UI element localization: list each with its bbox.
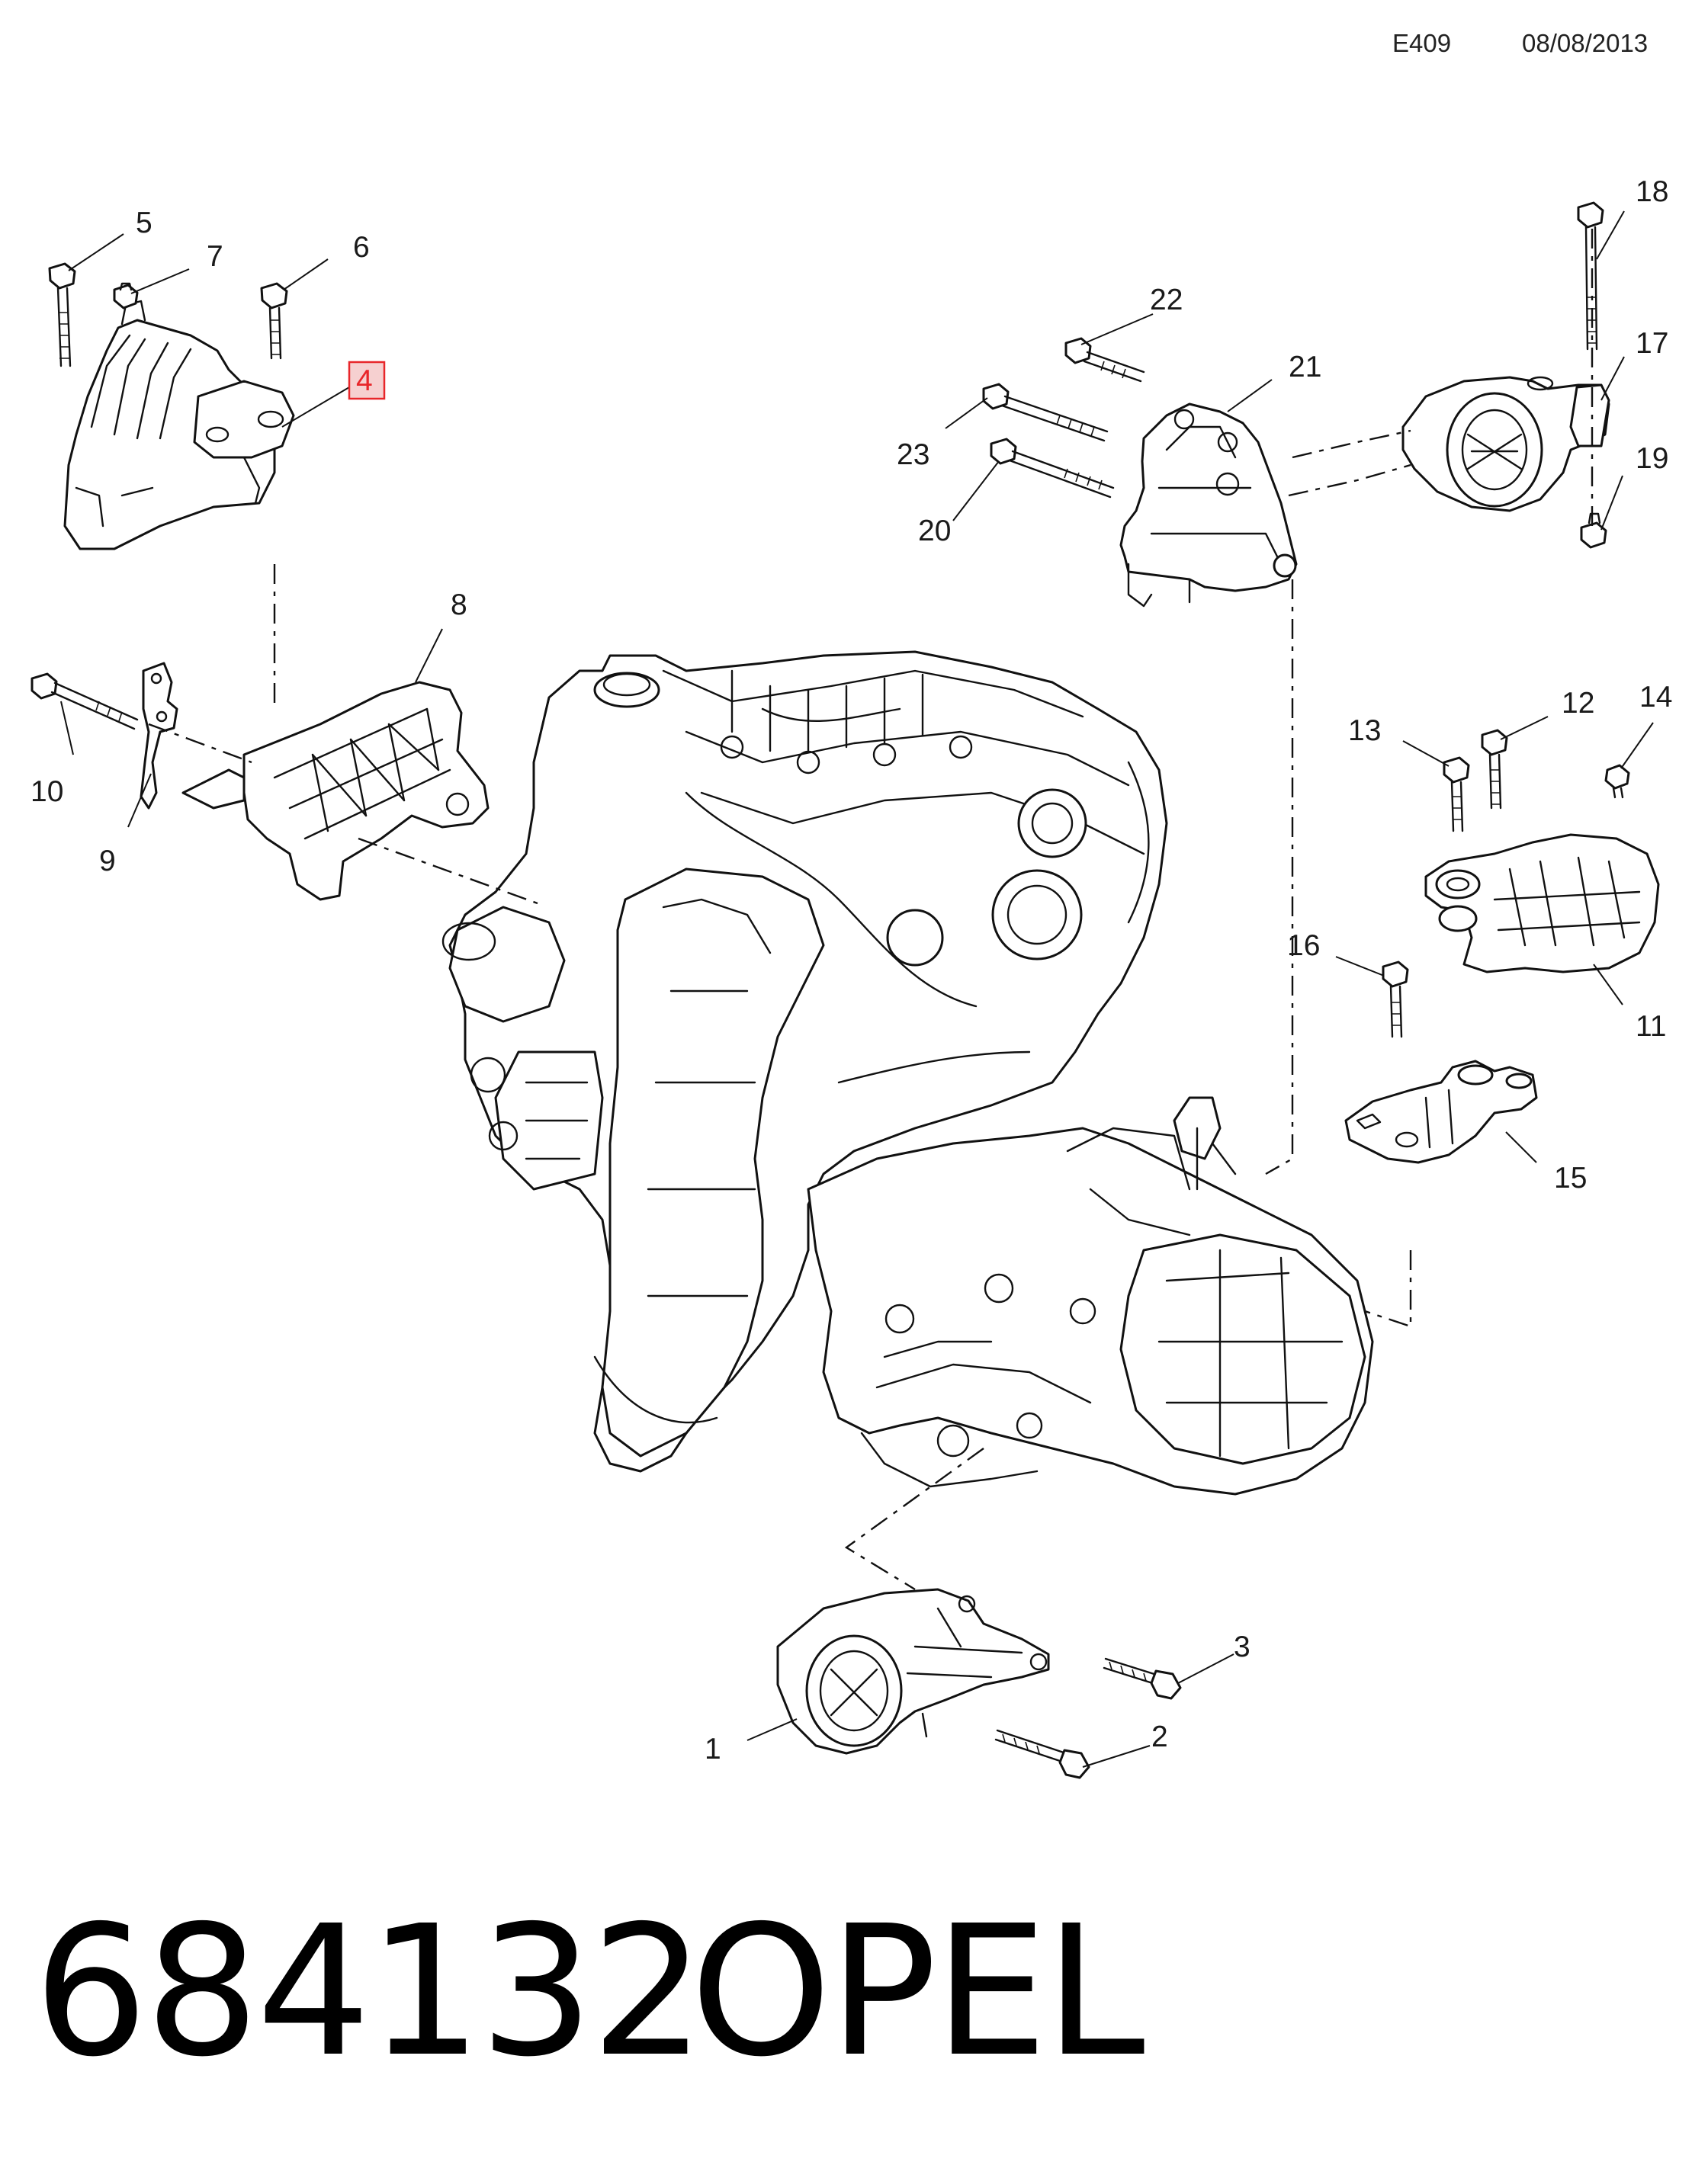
part-3-bolt: [1103, 1657, 1182, 1700]
part-4-engine-mount: [63, 300, 295, 550]
diagram-date: 08/08/2013: [1522, 29, 1649, 57]
callout-20[interactable]: 20: [918, 515, 951, 547]
callout-22[interactable]: 22: [1150, 284, 1183, 316]
callout-7[interactable]: 7: [207, 240, 223, 273]
part-9-bracket-plate: [140, 662, 178, 810]
callout-10[interactable]: 10: [30, 775, 63, 808]
part-11-left-mount: [1424, 833, 1660, 973]
callout-21[interactable]: 21: [1289, 351, 1321, 383]
part-19-nut: [1580, 512, 1607, 549]
part-6-bolt: [260, 282, 288, 360]
callout-13[interactable]: 13: [1348, 714, 1381, 747]
callout-5[interactable]: 5: [136, 207, 152, 239]
engine-assembly: [441, 650, 1168, 1473]
callout-8[interactable]: 8: [451, 588, 467, 621]
transmission-assembly: [807, 1096, 1374, 1496]
callout-11[interactable]: 11: [1636, 1010, 1667, 1043]
callout-19[interactable]: 19: [1636, 442, 1668, 475]
part-10-bolt: [30, 672, 139, 730]
callout-6[interactable]: 6: [353, 231, 370, 264]
callout-14[interactable]: 14: [1639, 681, 1672, 714]
part-7-nut: [113, 282, 139, 309]
callout-23[interactable]: 23: [897, 438, 929, 471]
callout-15[interactable]: 15: [1554, 1162, 1587, 1195]
callout-4[interactable]: 4: [356, 364, 373, 397]
part-8-bracket: [181, 681, 490, 901]
callout-3[interactable]: 3: [1234, 1631, 1250, 1663]
part-14-nut: [1604, 764, 1630, 799]
part-20-bolt: [990, 438, 1115, 499]
part-17-mount-bushing: [1401, 376, 1610, 512]
part-5-bolt: [48, 262, 76, 367]
part-22-bolt: [1064, 337, 1145, 383]
part-16-bolt: [1382, 961, 1409, 1038]
part-13-bolt: [1443, 756, 1470, 832]
part-12-bolt: [1481, 729, 1508, 810]
brand-name: OPEL: [690, 1887, 1145, 2096]
part-18-bolt: [1577, 201, 1604, 351]
callout-16[interactable]: 16: [1287, 929, 1320, 962]
callout-labels: 1 2 3 4 5 6 7 8 9 10 11 12 13 14 15 16 1…: [30, 175, 1672, 1765]
assembly-guide-lines: [148, 229, 1594, 1591]
callout-17[interactable]: 17: [1636, 327, 1668, 360]
part-2-bolt: [994, 1729, 1090, 1779]
callout-12[interactable]: 12: [1562, 687, 1594, 720]
callout-leaders: [60, 210, 1654, 1768]
callout-2[interactable]: 2: [1151, 1721, 1168, 1753]
diagram-code: E409: [1392, 29, 1452, 57]
part-15-bracket: [1344, 1060, 1538, 1164]
callout-18[interactable]: 18: [1636, 175, 1668, 208]
callout-1[interactable]: 1: [705, 1733, 721, 1765]
highlight-box-part-4: [348, 361, 386, 400]
part-number: 684132: [34, 1887, 705, 2096]
part-23-bolt: [982, 383, 1109, 442]
part-1-lower-mount: [776, 1588, 1050, 1755]
part-21-bracket: [1119, 402, 1298, 608]
callout-9[interactable]: 9: [99, 845, 116, 877]
